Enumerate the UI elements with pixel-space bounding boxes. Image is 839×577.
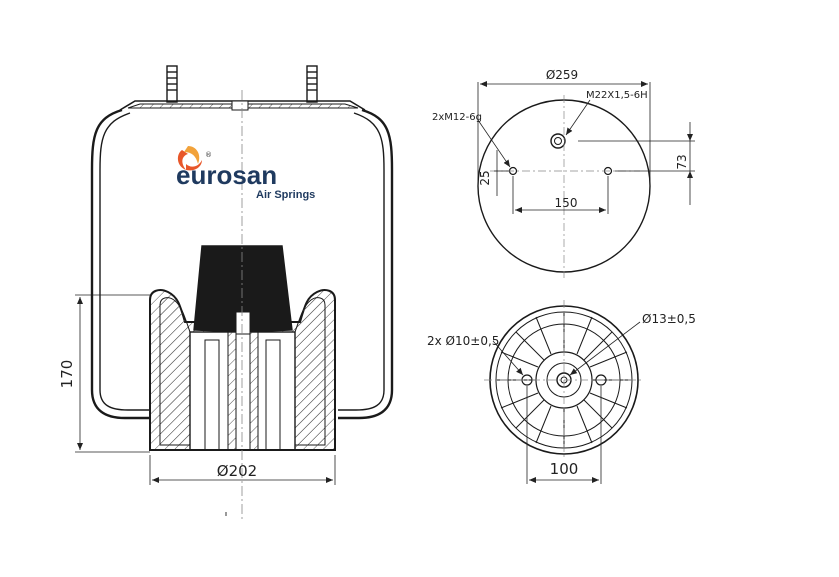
side-view bbox=[90, 65, 394, 520]
stud-thread-label: 2xM12-6g bbox=[432, 112, 482, 123]
mounting-stud-left bbox=[166, 65, 178, 103]
side-dimensions bbox=[75, 294, 336, 485]
bottom-view bbox=[484, 300, 644, 460]
height-label: 170 bbox=[58, 360, 76, 389]
holes-label: 2x Ø10±0,5 bbox=[427, 334, 499, 348]
top-diameter-label: Ø259 bbox=[546, 68, 578, 82]
logo-registered-mark: ® bbox=[205, 151, 212, 159]
center-hole-label: Ø13±0,5 bbox=[642, 312, 696, 326]
logo-mark-icon bbox=[177, 146, 202, 171]
air-inlet-thread-label: M22X1,5-6H bbox=[586, 90, 648, 101]
logo-wordmark: eurosan bbox=[176, 160, 277, 190]
air-inlet-hole bbox=[550, 133, 566, 149]
bottom-dimensions bbox=[492, 321, 641, 484]
logo-tagline: Air Springs bbox=[256, 189, 315, 201]
offset-small-label: 25 bbox=[478, 170, 492, 185]
top-dimensions bbox=[477, 81, 695, 214]
base-diameter-label: Ø202 bbox=[217, 462, 257, 480]
top-view bbox=[477, 95, 651, 278]
offset-large-label: 73 bbox=[675, 154, 689, 169]
hole-spacing-label: 100 bbox=[550, 460, 579, 478]
eurosan-logo: ® eurosan Air Springs bbox=[176, 146, 315, 201]
top-plate bbox=[119, 100, 366, 111]
bellow-outline bbox=[90, 108, 394, 420]
mounting-stud-right bbox=[306, 65, 318, 103]
stud-spacing-label: 150 bbox=[555, 196, 578, 210]
bump-stop bbox=[193, 245, 293, 333]
